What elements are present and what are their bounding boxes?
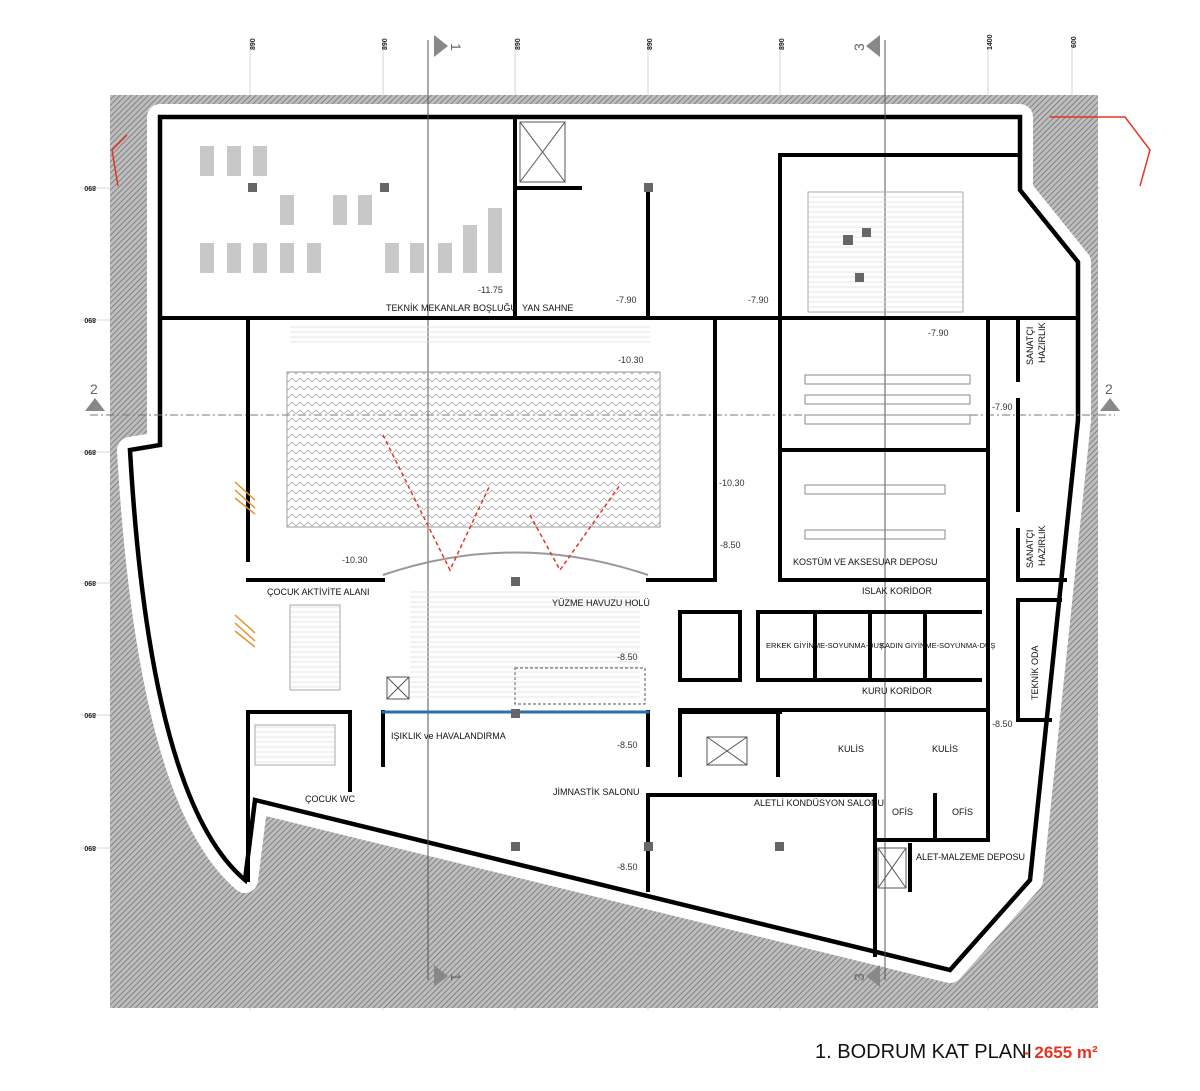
svg-text:-8.50: -8.50 xyxy=(617,862,638,872)
columns xyxy=(248,183,871,851)
svg-text:-10.30: -10.30 xyxy=(719,478,745,488)
svg-text:890: 890 xyxy=(779,38,786,50)
section-2-label-right: 2 xyxy=(1105,381,1113,397)
left-dimensions: 890 890 890 890 890 890 xyxy=(84,184,96,851)
section-3-label-bottom: 3 xyxy=(851,973,867,981)
svg-text:890: 890 xyxy=(250,38,257,50)
svg-text:890: 890 xyxy=(84,579,96,586)
room-kostum: KOSTÜM VE AKSESUAR DEPOSU xyxy=(793,557,938,567)
room-isiklik: IŞIKLIK ve HAVALANDIRMA xyxy=(391,731,506,741)
svg-text:890: 890 xyxy=(84,844,96,851)
svg-text:-8.50: -8.50 xyxy=(617,740,638,750)
room-labels: TEKNİK MEKANLAR BOŞLUĞU YAN SAHNE ÇOCUK … xyxy=(267,303,1047,862)
svg-text:-7.90: -7.90 xyxy=(748,295,769,305)
svg-text:-7.90: -7.90 xyxy=(616,295,637,305)
pool-lane-marks xyxy=(290,325,650,345)
room-sanatci-2b: HAZIRLIK xyxy=(1037,525,1047,566)
section-2-label-left: 2 xyxy=(90,381,98,397)
elevation-labels: -11.75 -7.90 -7.90 -7.90 -10.30 -7.90 -1… xyxy=(342,285,1013,872)
room-erkek: ERKEK GİYİNME-SOYUNMA-DUŞ xyxy=(766,641,884,650)
stair-arrows xyxy=(234,481,256,648)
room-sanatci-2a: SANATÇI xyxy=(1025,530,1035,568)
room-cocuk-aktivite: ÇOCUK AKTİVİTE ALANI xyxy=(267,587,370,597)
room-teknik-oda: TEKNİK ODA xyxy=(1030,645,1040,700)
svg-text:-7.90: -7.90 xyxy=(928,328,949,338)
plan-title: 1. BODRUM KAT PLANI xyxy=(815,1041,1032,1063)
room-ofis-2: OFİS xyxy=(952,807,973,817)
room-jimnastik: JİMNASTİK SALONU xyxy=(553,787,640,797)
svg-text:890: 890 xyxy=(84,448,96,455)
room-yan-sahne: YAN SAHNE xyxy=(522,303,573,313)
svg-text:890: 890 xyxy=(84,711,96,718)
section-3-label-top: 3 xyxy=(851,43,867,51)
room-ofis-1: OFİS xyxy=(892,807,913,817)
plan-area: - 2655 m² xyxy=(1024,1043,1098,1062)
svg-text:890: 890 xyxy=(647,38,654,50)
room-kulis-2: KULİS xyxy=(932,744,958,754)
svg-text:890: 890 xyxy=(382,38,389,50)
site-mark-left xyxy=(111,134,128,187)
svg-text:890: 890 xyxy=(515,38,522,50)
room-aletli: ALETLİ KONDÜSYON SALONU xyxy=(754,798,884,808)
section-1-label-bottom: 1 xyxy=(448,973,464,981)
room-cocuk-wc: ÇOCUK WC xyxy=(305,794,355,804)
svg-text:-11.75: -11.75 xyxy=(478,285,503,295)
room-kadin: KADIN GİYİNME-SOYUNMA-DUŞ xyxy=(880,641,995,650)
room-sanatci-1a: SANATÇI xyxy=(1025,327,1035,365)
pool-edge-arc xyxy=(382,551,649,576)
svg-text:-10.30: -10.30 xyxy=(618,355,644,365)
room-sanatci-1b: HAZIRLIK xyxy=(1037,322,1047,363)
svg-text:-8.50: -8.50 xyxy=(617,652,638,662)
room-yuzme-holu: YÜZME HAVUZU HOLÜ xyxy=(552,598,650,608)
svg-text:1400: 1400 xyxy=(987,34,994,50)
costume-racks xyxy=(804,374,971,540)
room-teknik-mekanlar: TEKNİK MEKANLAR BOŞLUĞU xyxy=(386,303,517,313)
view-lines xyxy=(382,434,621,572)
room-kulis-1: KULİS xyxy=(838,744,864,754)
room-alet-malzeme: ALET-MALZEME DEPOSU xyxy=(916,852,1025,862)
room-kuru-koridor: KURU KORİDOR xyxy=(862,686,933,696)
svg-text:-8.50: -8.50 xyxy=(720,540,741,550)
room-islak-koridor: ISLAK KORİDOR xyxy=(862,586,933,596)
top-dimensions: 890 890 890 890 890 1400 600 xyxy=(250,34,1078,50)
swimming-pool xyxy=(286,371,661,528)
svg-text:-8.50: -8.50 xyxy=(992,719,1013,729)
svg-text:600: 600 xyxy=(1071,36,1078,48)
building-outline xyxy=(127,114,1081,973)
site-mark-right xyxy=(1050,116,1151,187)
technical-equipment xyxy=(200,146,502,273)
shafts xyxy=(254,121,964,889)
interior-walls xyxy=(158,115,1080,957)
svg-text:-7.90: -7.90 xyxy=(992,402,1013,412)
svg-text:890: 890 xyxy=(84,184,96,191)
section-1-label-top: 1 xyxy=(448,43,464,51)
svg-text:890: 890 xyxy=(84,316,96,323)
svg-text:-10.30: -10.30 xyxy=(342,555,368,565)
